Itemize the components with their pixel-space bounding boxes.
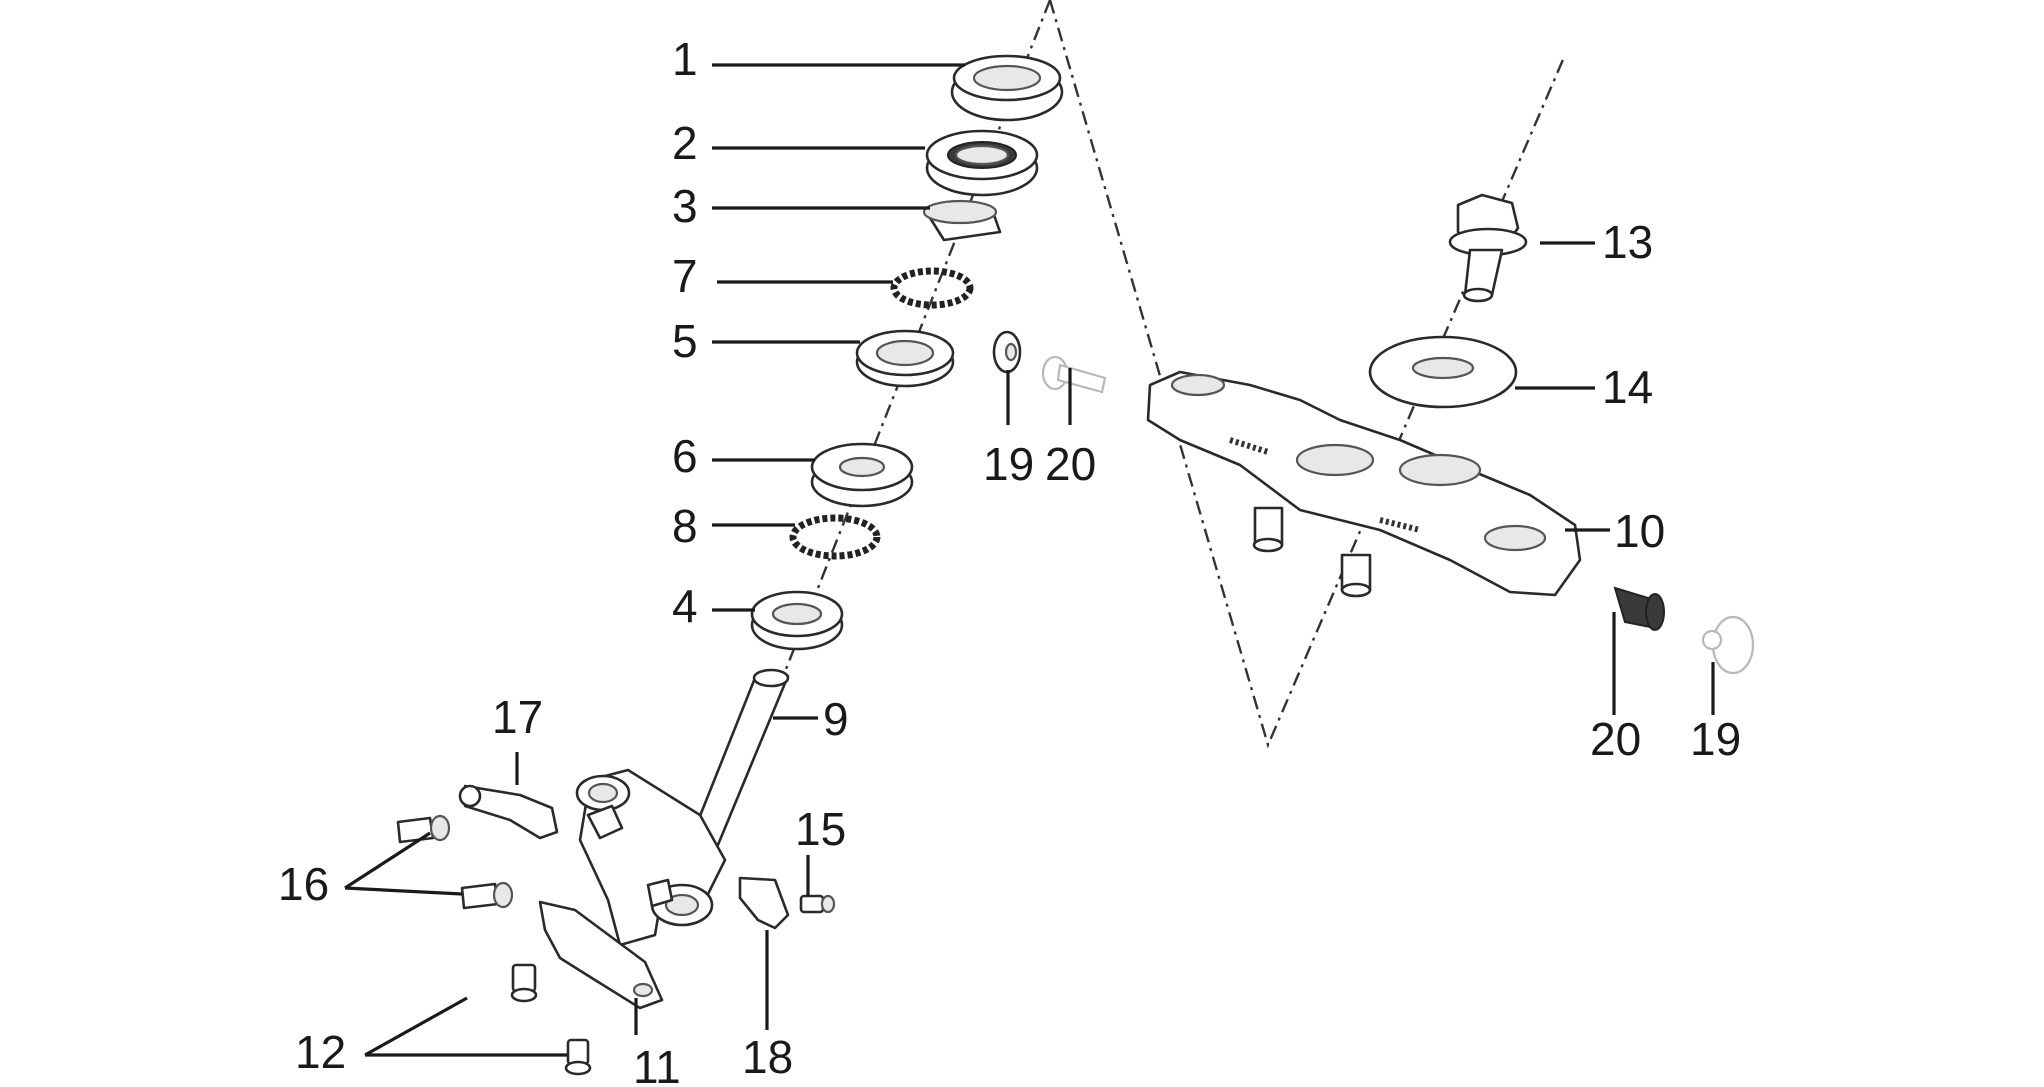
callout-labels: 1 2 3 7 5 6 8 4 9 17 16 12 11 18 15 19 2… bbox=[278, 33, 1741, 1087]
part-7-ball-ring bbox=[890, 267, 974, 309]
part-1-top-nut bbox=[950, 54, 1064, 122]
callout-7: 7 bbox=[672, 250, 698, 302]
callout-12: 12 bbox=[295, 1026, 346, 1078]
callout-19-lower: 19 bbox=[1690, 713, 1741, 765]
part-10-top-bridge bbox=[1146, 370, 1582, 598]
callout-10: 10 bbox=[1614, 505, 1665, 557]
callout-1: 1 bbox=[672, 33, 698, 85]
part-5-upper-race bbox=[855, 329, 955, 388]
part-14-washer bbox=[1368, 335, 1518, 409]
part-19-grommet-lower bbox=[1701, 615, 1755, 675]
part-20-bolt-lower bbox=[1613, 586, 1665, 631]
callout-5: 5 bbox=[672, 315, 698, 367]
callout-4: 4 bbox=[672, 580, 698, 632]
part-11-bracket-plate bbox=[538, 900, 664, 1010]
callout-6: 6 bbox=[672, 430, 698, 482]
part-13-bolt bbox=[1448, 193, 1528, 303]
part-16-bolts bbox=[396, 814, 514, 910]
callout-3: 3 bbox=[672, 180, 698, 232]
callout-9: 9 bbox=[823, 693, 849, 745]
part-2-bearing-race bbox=[925, 129, 1039, 197]
part-4-bottom-race bbox=[750, 590, 844, 651]
callout-17: 17 bbox=[492, 691, 543, 743]
part-17-clamp bbox=[458, 784, 559, 840]
leader-lines bbox=[344, 63, 1715, 1057]
callout-18: 18 bbox=[742, 1031, 793, 1083]
part-15-screw bbox=[799, 894, 836, 914]
part-12-bolts bbox=[510, 963, 592, 1076]
part-9-steering-stem bbox=[575, 668, 790, 947]
callout-19-upper: 19 bbox=[983, 438, 1034, 490]
callout-2: 2 bbox=[672, 117, 698, 169]
part-3-cone bbox=[922, 199, 1002, 242]
callout-20-upper: 20 bbox=[1045, 438, 1096, 490]
callout-16: 16 bbox=[278, 858, 329, 910]
part-20-bolt-upper bbox=[1041, 355, 1107, 394]
callout-13: 13 bbox=[1602, 216, 1653, 268]
callout-15: 15 bbox=[795, 803, 846, 855]
part-19-grommet-upper bbox=[992, 330, 1022, 374]
part-8-ball-ring bbox=[789, 514, 881, 560]
callout-11: 11 bbox=[633, 1041, 681, 1087]
callout-20-lower: 20 bbox=[1590, 713, 1641, 765]
callout-8: 8 bbox=[672, 500, 698, 552]
part-6-lower-race bbox=[810, 442, 914, 508]
part-18-clip bbox=[738, 876, 790, 930]
callout-14: 14 bbox=[1602, 361, 1653, 413]
